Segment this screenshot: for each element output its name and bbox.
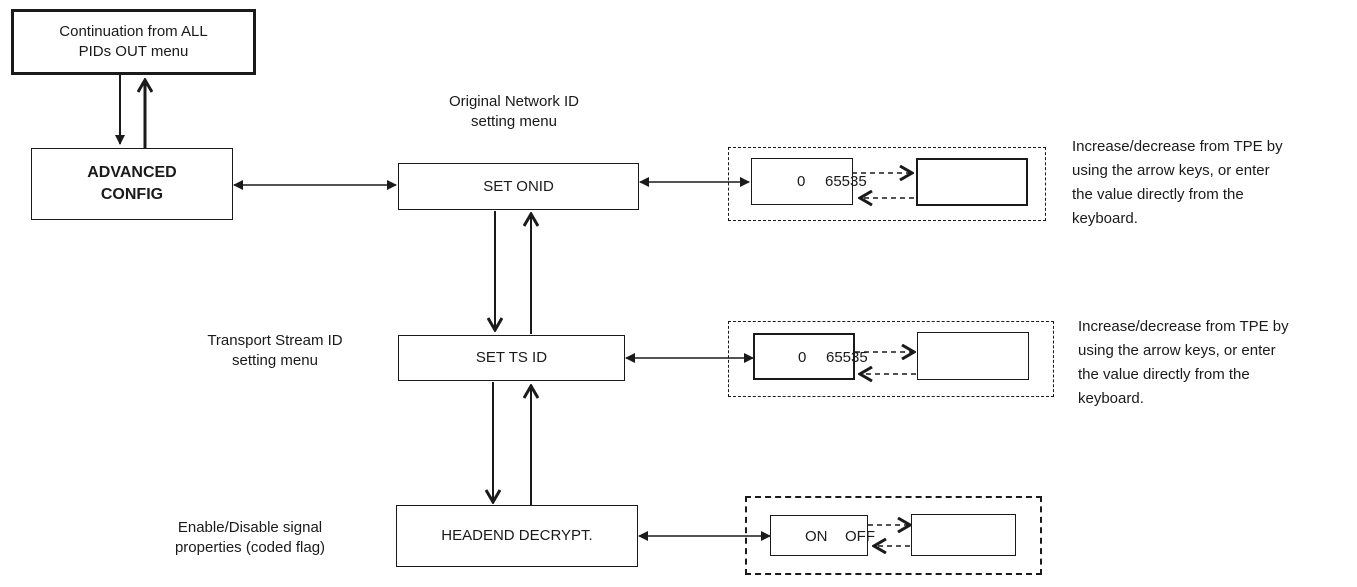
headend-value-box[interactable] <box>770 515 868 556</box>
tsid-input-box[interactable] <box>917 332 1029 380</box>
headend-on-value: ON <box>805 528 828 545</box>
tsid-note: Increase/decrease from TPE by using the … <box>1078 318 1289 407</box>
onid-value-box[interactable] <box>751 158 853 205</box>
onid-note: Increase/decrease from TPE by using the … <box>1072 138 1283 227</box>
onid-max-value: 65535 <box>825 173 867 190</box>
headend-input-box[interactable] <box>911 514 1016 556</box>
onid-input-box[interactable] <box>916 158 1028 206</box>
tsid-value-box[interactable] <box>753 333 855 380</box>
continuation-node: Continuation from ALL PIDs OUT menu <box>11 9 256 75</box>
headend-off-value: OFF <box>845 528 875 545</box>
headend-value-group <box>745 496 1042 575</box>
tsid-value-group <box>728 321 1054 397</box>
tsid-max-value: 65535 <box>826 349 868 366</box>
onid-value-group <box>728 147 1046 221</box>
set-ts-id-node[interactable]: SET TS ID <box>398 335 625 381</box>
tsid-min-value: 0 <box>798 349 807 366</box>
onid-caption: Original Network ID setting menu <box>448 93 580 130</box>
headend-decrypt-node[interactable]: HEADEND DECRYPT. <box>396 505 638 567</box>
set-onid-node[interactable]: SET ONID <box>398 163 639 210</box>
advanced-config-node[interactable]: ADVANCED CONFIG <box>31 148 233 220</box>
headend-caption: Enable/Disable signal properties (coded … <box>174 519 326 556</box>
tsid-caption: Transport Stream ID setting menu <box>207 332 343 369</box>
onid-min-value: 0 <box>797 173 806 190</box>
